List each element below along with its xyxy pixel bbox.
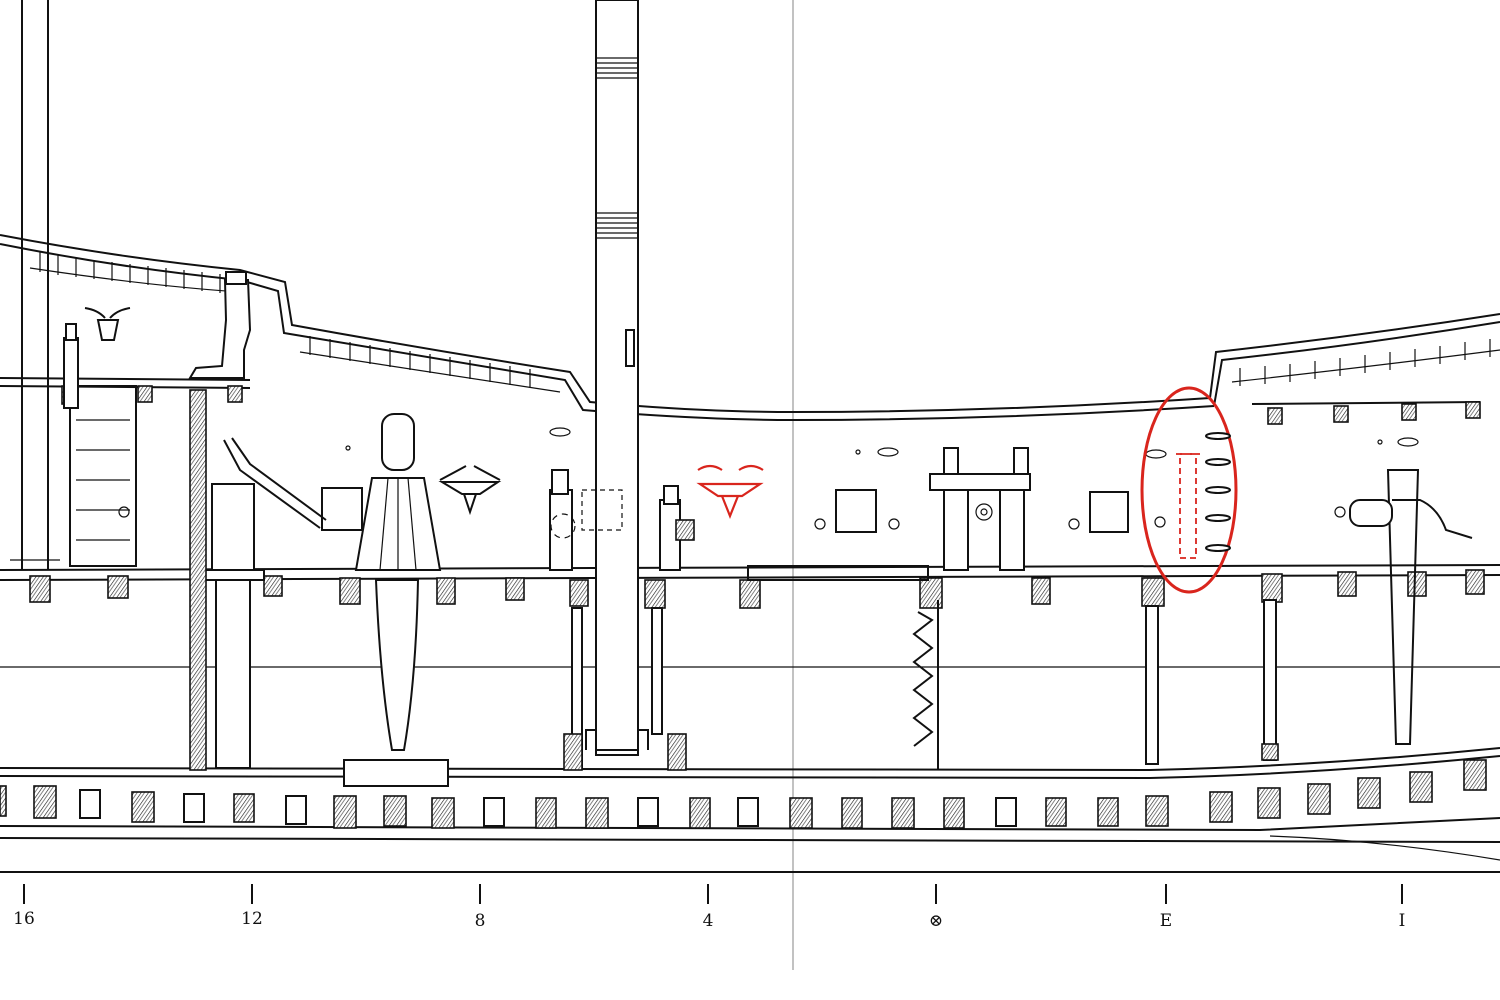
bulwark-ports <box>321 487 1129 533</box>
stanchion-post <box>189 389 207 771</box>
scupper-ovals <box>549 427 1419 459</box>
fore-bitts-frame <box>929 447 1031 571</box>
station-mark-8: 8 <box>475 884 486 931</box>
floor-timbers <box>0 759 1487 829</box>
svg-text:4: 4 <box>703 911 714 931</box>
svg-text:12: 12 <box>241 909 263 929</box>
main-bitts <box>549 469 695 771</box>
mizzen-mast <box>10 0 60 570</box>
companion-ladder <box>69 385 137 567</box>
bulwark-sheer <box>0 234 1500 422</box>
station-scale: 16 12 8 4 ⊗ E I <box>13 884 1405 931</box>
svg-text:8: 8 <box>475 911 486 931</box>
aft-bitt <box>63 323 79 409</box>
bilge-pump <box>203 437 327 769</box>
svg-text:16: 16 <box>13 909 35 929</box>
highlighted-cleat <box>696 464 764 519</box>
fore-pillars <box>1145 469 1420 765</box>
capstan <box>343 413 449 787</box>
steering-gear <box>188 271 252 379</box>
station-mark-midship: ⊗ <box>929 884 943 931</box>
main-mast <box>585 0 649 756</box>
hull-bottom <box>0 747 1500 873</box>
station-mark-12: 12 <box>241 884 263 929</box>
cleat-aft <box>84 307 131 341</box>
station-mark-i: I <box>1399 884 1406 931</box>
main-hatch <box>747 565 939 770</box>
svg-text:⊗: ⊗ <box>929 911 943 931</box>
cleat-midships <box>438 465 502 516</box>
highlighted-ladder-ellipse <box>1140 386 1238 594</box>
station-mark-4: 4 <box>703 884 714 931</box>
svg-text:I: I <box>1399 911 1406 931</box>
station-mark-e: E <box>1160 884 1172 931</box>
ship-ladder-steps <box>1205 432 1231 552</box>
galley-stove <box>1349 499 1473 539</box>
upper-deck-beams <box>61 385 1481 425</box>
station-mark-16: 16 <box>13 884 35 929</box>
svg-text:E: E <box>1160 911 1172 931</box>
